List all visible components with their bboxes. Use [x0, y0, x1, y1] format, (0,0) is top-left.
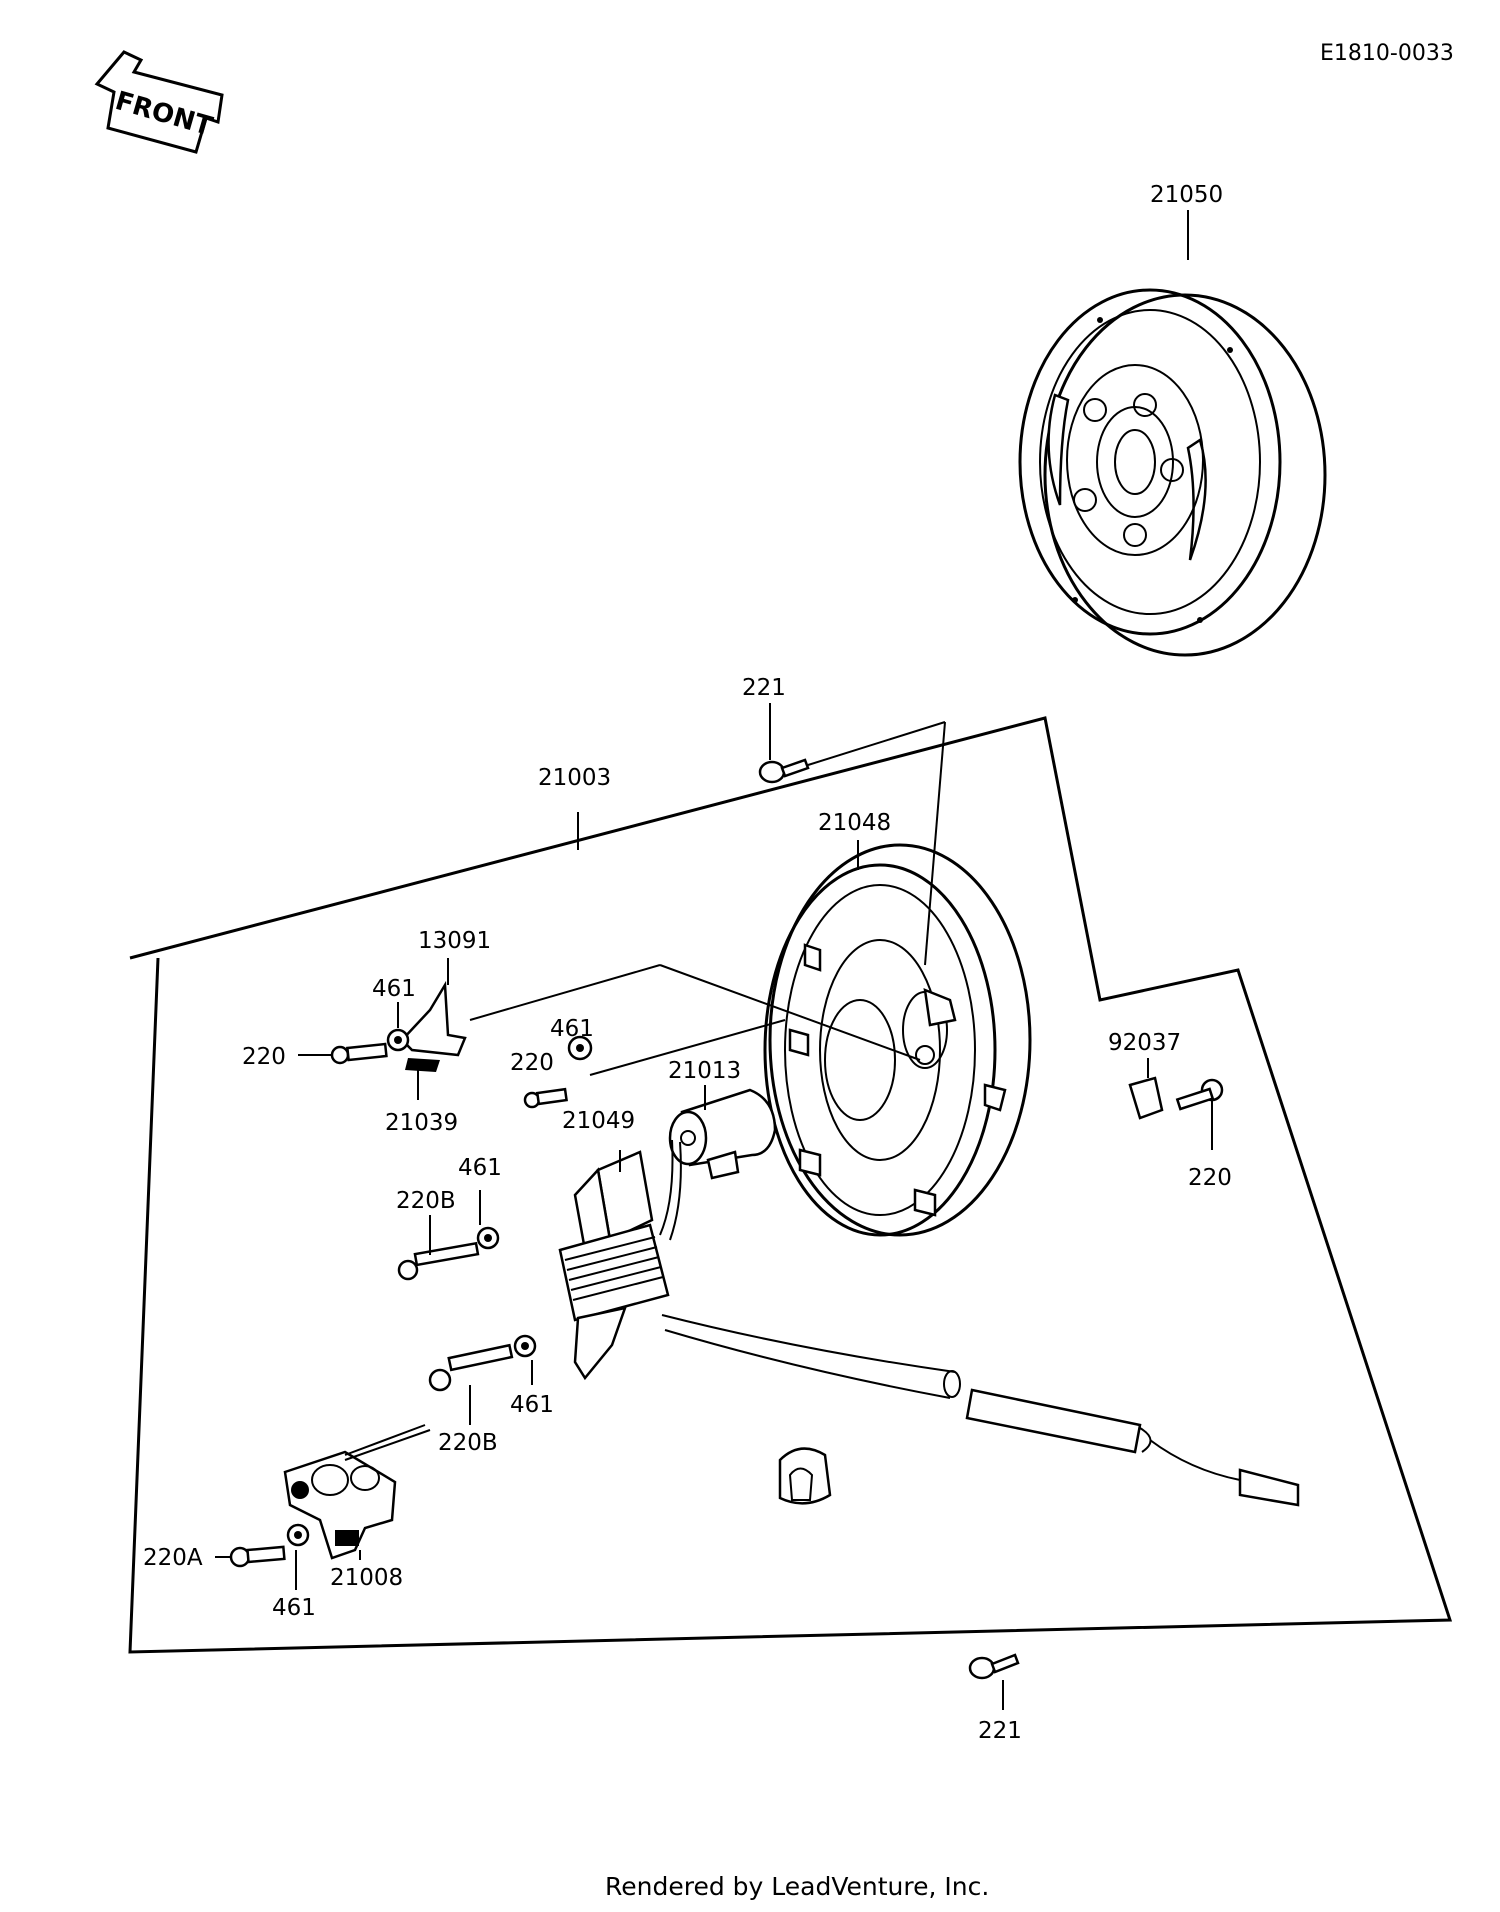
bolt-condenser[interactable] [523, 1087, 568, 1109]
front-arrow-icon: FRONT [94, 50, 224, 154]
screw-top[interactable] [758, 758, 810, 784]
callout-220-condenser: 220 [510, 1050, 554, 1076]
diagram-code: E1810-0033 [1320, 41, 1454, 66]
bolt-coil-lower[interactable] [428, 1343, 514, 1392]
stator-assembly-outline [128, 716, 1453, 1654]
bolt-bracket[interactable] [330, 1042, 388, 1065]
flywheel[interactable] [1018, 288, 1327, 657]
wire-harness [661, 1314, 1300, 1507]
callout-461-condenser: 461 [550, 1016, 594, 1042]
callout-461-coil-upper: 461 [458, 1155, 502, 1181]
callout-13091: 13091 [418, 928, 491, 954]
callout-220-clamp: 220 [1188, 1165, 1232, 1191]
callout-461-pickup: 461 [272, 1595, 316, 1621]
callout-220A: 220A [143, 1545, 203, 1571]
bolt-pickup[interactable] [229, 1545, 286, 1568]
pickup-coil[interactable] [283, 1424, 431, 1560]
callout-220B-lower: 220B [438, 1430, 498, 1456]
screw-bottom[interactable] [968, 1653, 1020, 1680]
callout-220B-upper: 220B [396, 1188, 456, 1214]
callout-21003: 21003 [538, 765, 611, 791]
washer-coil-lower[interactable] [513, 1334, 537, 1358]
callout-220-bracket: 220 [242, 1044, 286, 1070]
callout-461-bracket: 461 [372, 976, 416, 1002]
callout-21008: 21008 [330, 1565, 403, 1591]
ignition-coil[interactable] [558, 1139, 682, 1381]
washer-pickup[interactable] [286, 1523, 310, 1547]
callout-21048: 21048 [818, 810, 891, 836]
callout-221-bottom: 221 [978, 1718, 1022, 1744]
callout-21039: 21039 [385, 1110, 458, 1136]
washer-condenser[interactable] [567, 1035, 593, 1061]
callout-461-coil-lower: 461 [510, 1392, 554, 1418]
callout-21013: 21013 [668, 1058, 741, 1084]
grommet[interactable] [778, 1447, 832, 1505]
washer-coil-upper[interactable] [476, 1226, 500, 1250]
bolt-clamp[interactable] [1175, 1078, 1224, 1111]
condenser[interactable] [668, 1088, 777, 1180]
callout-92037: 92037 [1108, 1030, 1181, 1056]
footer-credit: Rendered by LeadVenture, Inc. [605, 1872, 989, 1901]
washer-bracket[interactable] [386, 1028, 410, 1052]
stator-plate[interactable] [763, 843, 1032, 1237]
callout-221-top: 221 [742, 675, 786, 701]
clamp[interactable] [1128, 1076, 1164, 1120]
callout-21050: 21050 [1150, 182, 1223, 208]
bolt-coil-upper[interactable] [397, 1241, 480, 1281]
callout-21049: 21049 [562, 1108, 635, 1134]
